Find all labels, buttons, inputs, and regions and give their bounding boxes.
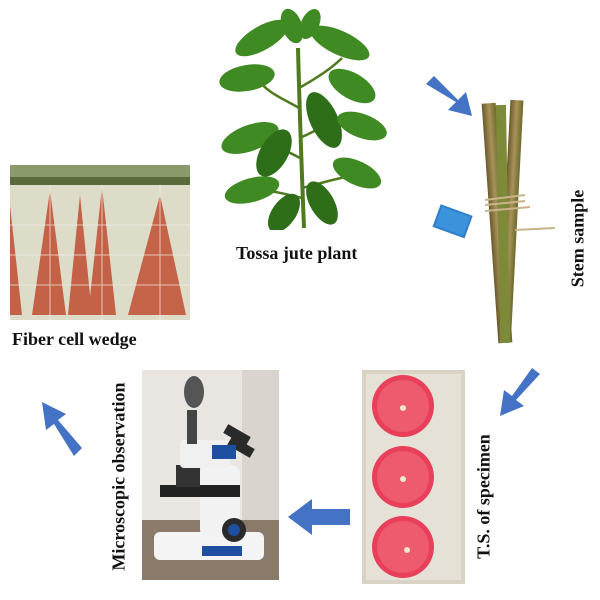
section-3	[372, 516, 434, 578]
fiber-label: Fiber cell wedge	[12, 329, 137, 349]
microscope-label: Microscopic observation	[108, 382, 129, 571]
specimen-slide-image	[362, 370, 465, 584]
arrow-microscope-to-fiber	[38, 398, 88, 458]
jute-plant-image	[212, 8, 392, 230]
arrow-plant-to-stem	[420, 70, 480, 120]
section-label: T.S. of specimen	[473, 434, 494, 559]
plant-leaves	[219, 8, 387, 230]
microscope-body	[154, 376, 264, 560]
stem-label: Stem sample	[567, 189, 588, 288]
fiber-wedge-image	[10, 165, 190, 320]
stem-sample-image	[430, 95, 560, 350]
plant-label: Tossa jute plant	[236, 243, 358, 263]
arrow-stem-to-section	[494, 366, 548, 420]
microscope-image	[142, 370, 279, 580]
stem-bundle	[481, 99, 524, 344]
stem-twine	[484, 194, 556, 231]
arrow-section-to-microscope	[286, 497, 352, 537]
fiber-grid	[10, 185, 190, 320]
section-2	[372, 446, 434, 508]
section-1	[372, 375, 434, 437]
stem-tag	[432, 204, 473, 239]
